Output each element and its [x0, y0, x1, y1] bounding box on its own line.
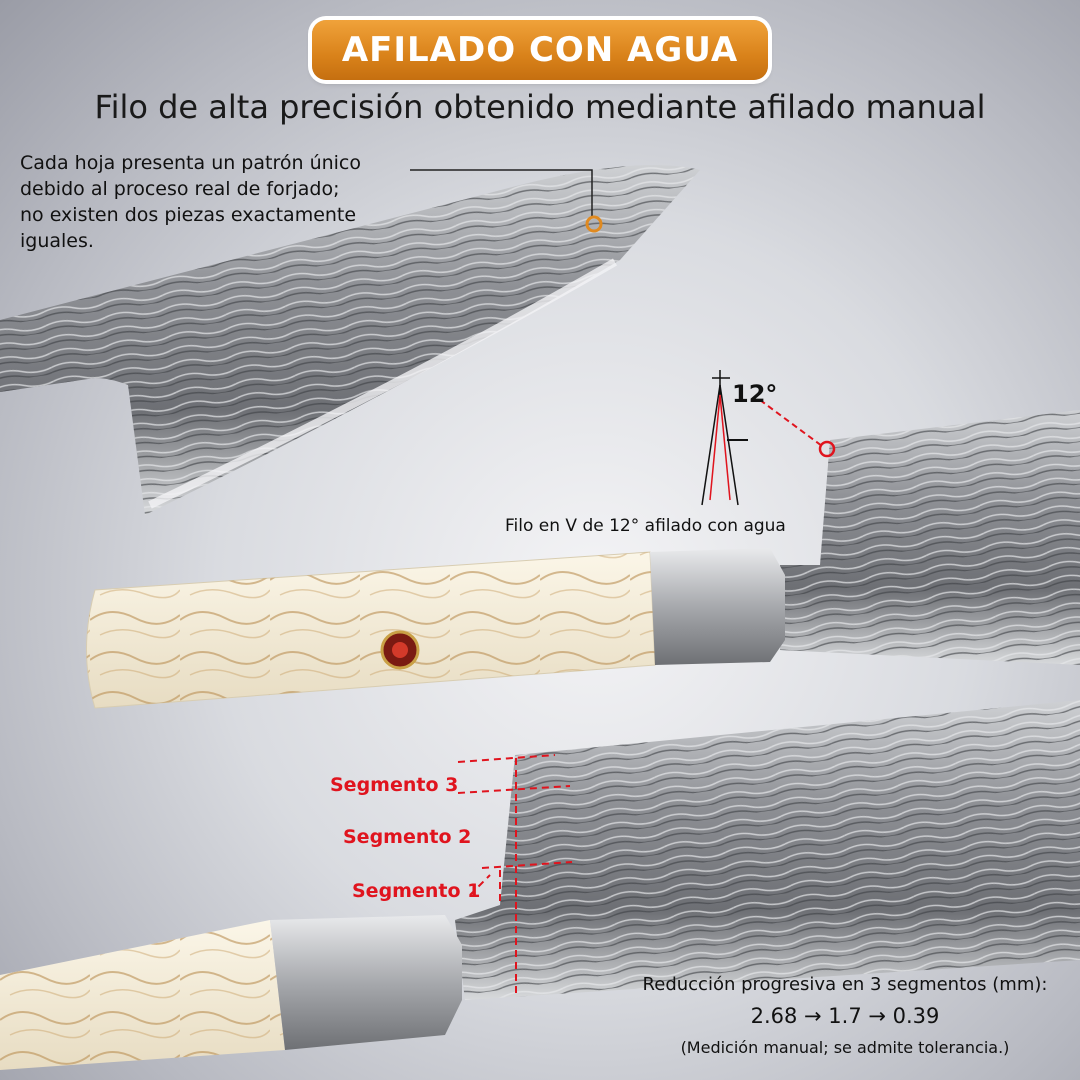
title-badge: AFILADO CON AGUA [312, 20, 768, 80]
page-subtitle: Filo de alta precisión obtenido mediante… [94, 88, 986, 126]
angle-label: Filo en V de 12° afilado con agua [505, 516, 786, 536]
pattern-note: Cada hoja presenta un patrón único debid… [20, 150, 410, 254]
segment-lines [457, 754, 573, 998]
reduction-values: 2.68 → 1.7 → 0.39 [750, 1004, 940, 1028]
angle-diagram [701, 370, 836, 506]
top-blade [0, 165, 700, 515]
segment-3-label: Segmento 3 [330, 774, 459, 796]
bottom-handle [0, 915, 462, 1070]
angle-degrees: 12° [732, 380, 778, 408]
note-line: no existen dos piezas exactamente [20, 204, 357, 226]
segment-2-label: Segmento 2 [343, 826, 472, 848]
middle-handle [86, 548, 785, 709]
note-line: debido al proceso real de forjado; [20, 178, 340, 200]
segment-1-label: Segmento 1 [352, 880, 481, 902]
reduction-footnote: (Medición manual; se admite tolerancia.) [680, 1038, 1010, 1057]
note-line: Cada hoja presenta un patrón único [20, 152, 361, 174]
bottom-blade [455, 700, 1080, 1000]
pattern-marker-icon [585, 215, 603, 233]
note-leader-line [410, 169, 593, 218]
note-line: iguales. [20, 230, 94, 252]
reduction-title: Reducción progresiva en 3 segmentos (mm)… [642, 974, 1048, 995]
edge-marker-icon [818, 440, 836, 458]
middle-blade [780, 410, 1080, 665]
